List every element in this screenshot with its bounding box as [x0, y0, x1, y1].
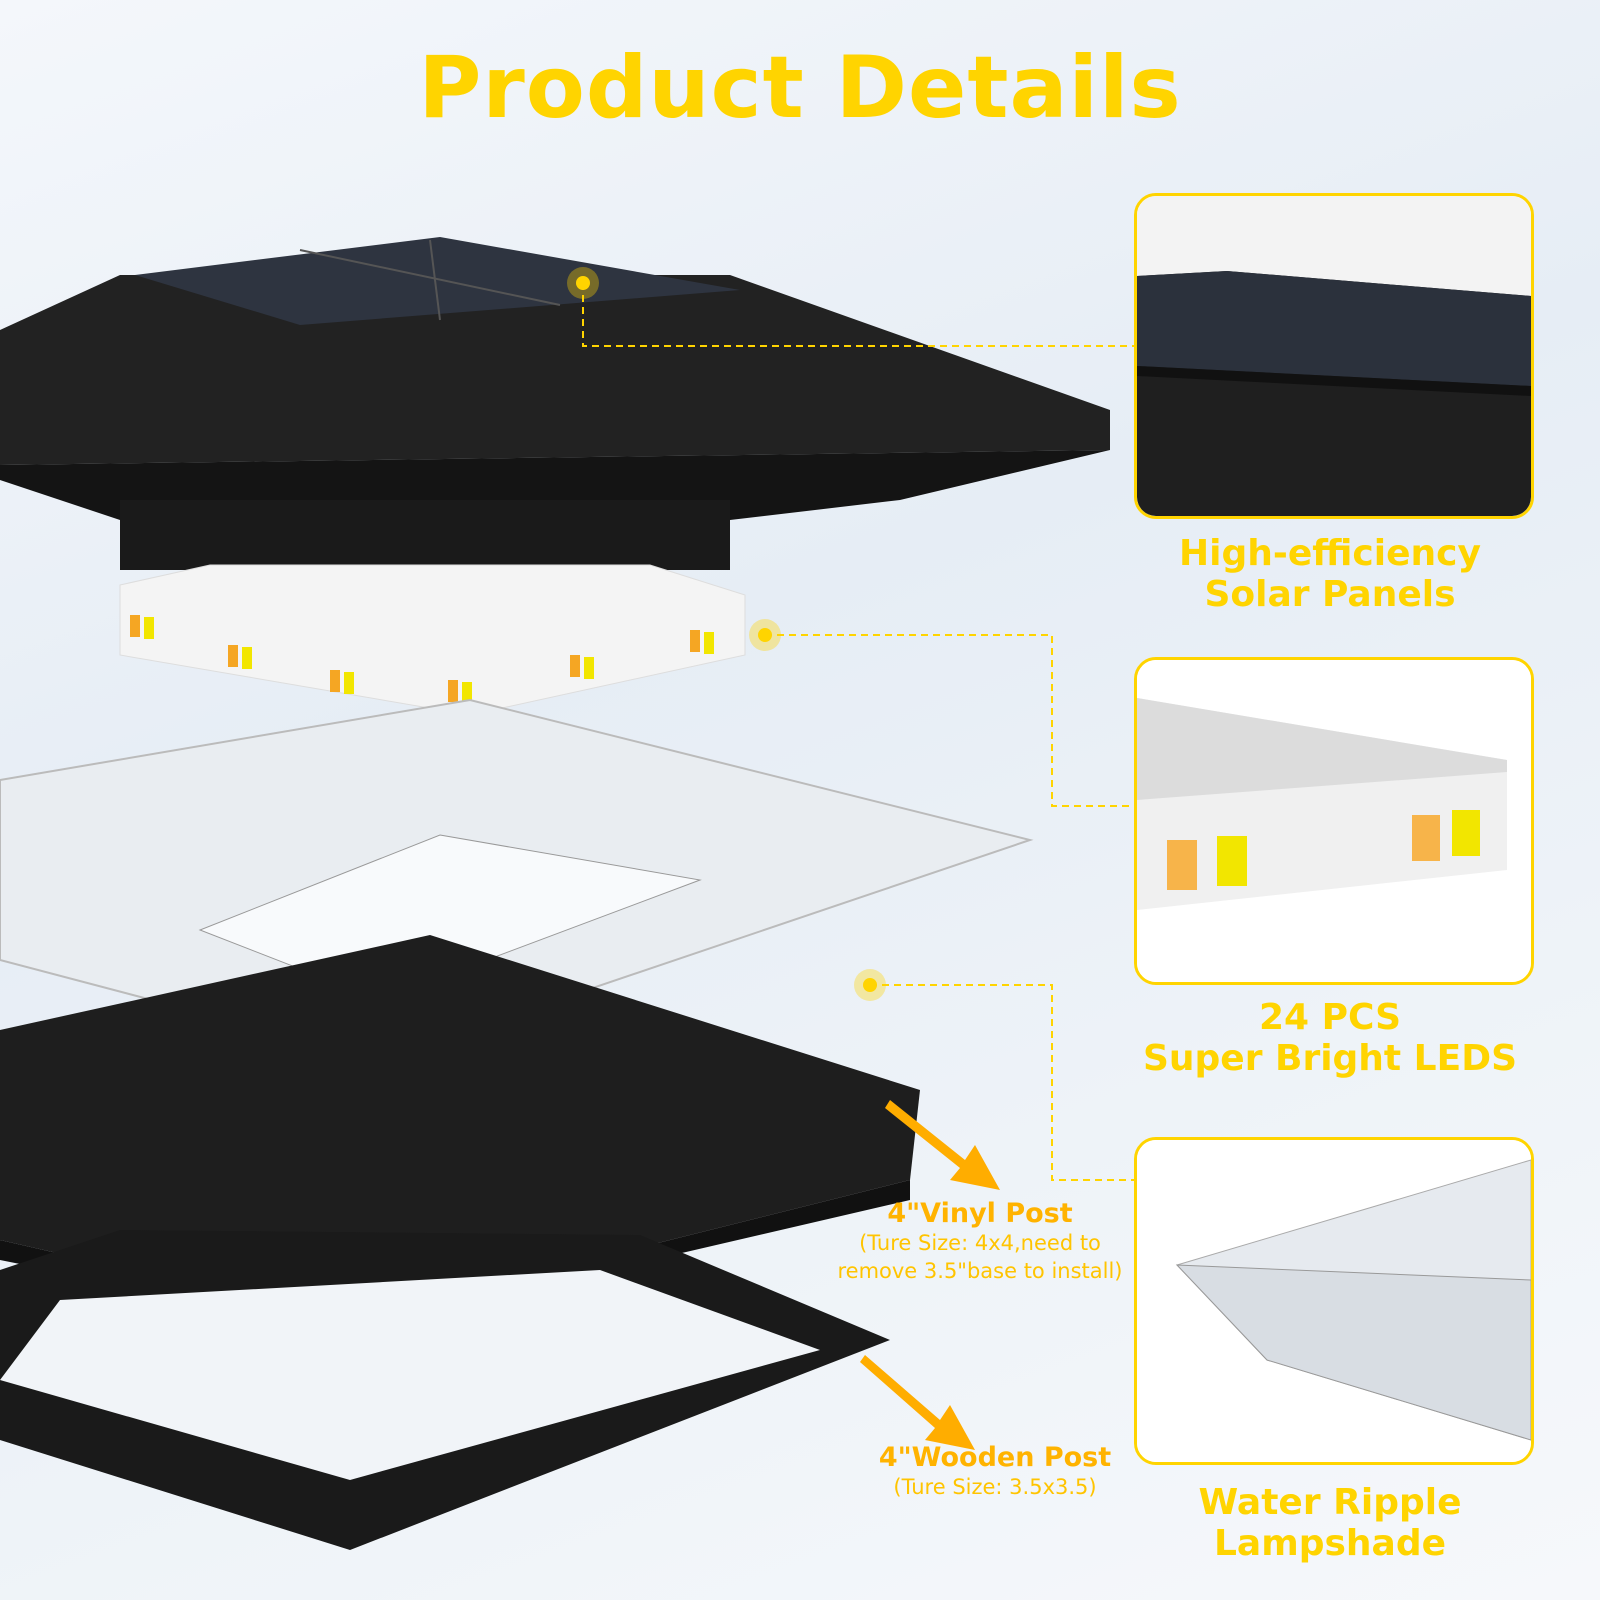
- callout-dots: [567, 267, 886, 1001]
- caption-line: 24 PCS: [1258, 997, 1402, 1038]
- caption-line: Super Bright LEDS: [1142, 1038, 1518, 1079]
- caption-line: Lampshade: [1213, 1523, 1447, 1564]
- led-detail-image: [1134, 657, 1534, 985]
- caption-line: Solar Panels: [1204, 574, 1456, 615]
- solar-panel: [135, 237, 740, 325]
- caption-leds: 24 PCS Super Bright LEDS: [1110, 997, 1550, 1079]
- vinyl-post-note: remove 3.5"base to install): [837, 1259, 1123, 1283]
- vinyl-post-heading: 4"Vinyl Post: [887, 1198, 1073, 1229]
- arrow-icon: [860, 1100, 1000, 1450]
- caption-line: High-efficiency: [1179, 533, 1481, 574]
- vinyl-post-label: 4"Vinyl Post (Ture Size: 4x4,need to rem…: [800, 1198, 1160, 1285]
- led-ring: [119, 564, 746, 716]
- wooden-post-label: 4"Wooden Post (Ture Size: 3.5x3.5): [830, 1442, 1160, 1501]
- wooden-post-heading: 4"Wooden Post: [878, 1442, 1112, 1473]
- page-title: Product Details: [418, 38, 1182, 138]
- vinyl-post-note: (Ture Size: 4x4,need to: [859, 1231, 1101, 1255]
- callout-lines: [582, 283, 1134, 1181]
- caption-line: Water Ripple: [1198, 1482, 1462, 1523]
- caption-solar-panels: High-efficiency Solar Panels: [1110, 533, 1550, 615]
- lampshade-detail-image: [1134, 1137, 1534, 1465]
- solar-panel-detail-image: [1134, 193, 1534, 519]
- wooden-post-frame: [0, 1230, 890, 1550]
- caption-lampshade: Water Ripple Lampshade: [1110, 1482, 1550, 1564]
- solar-cap: [0, 237, 1110, 570]
- wooden-post-note: (Ture Size: 3.5x3.5): [893, 1475, 1097, 1499]
